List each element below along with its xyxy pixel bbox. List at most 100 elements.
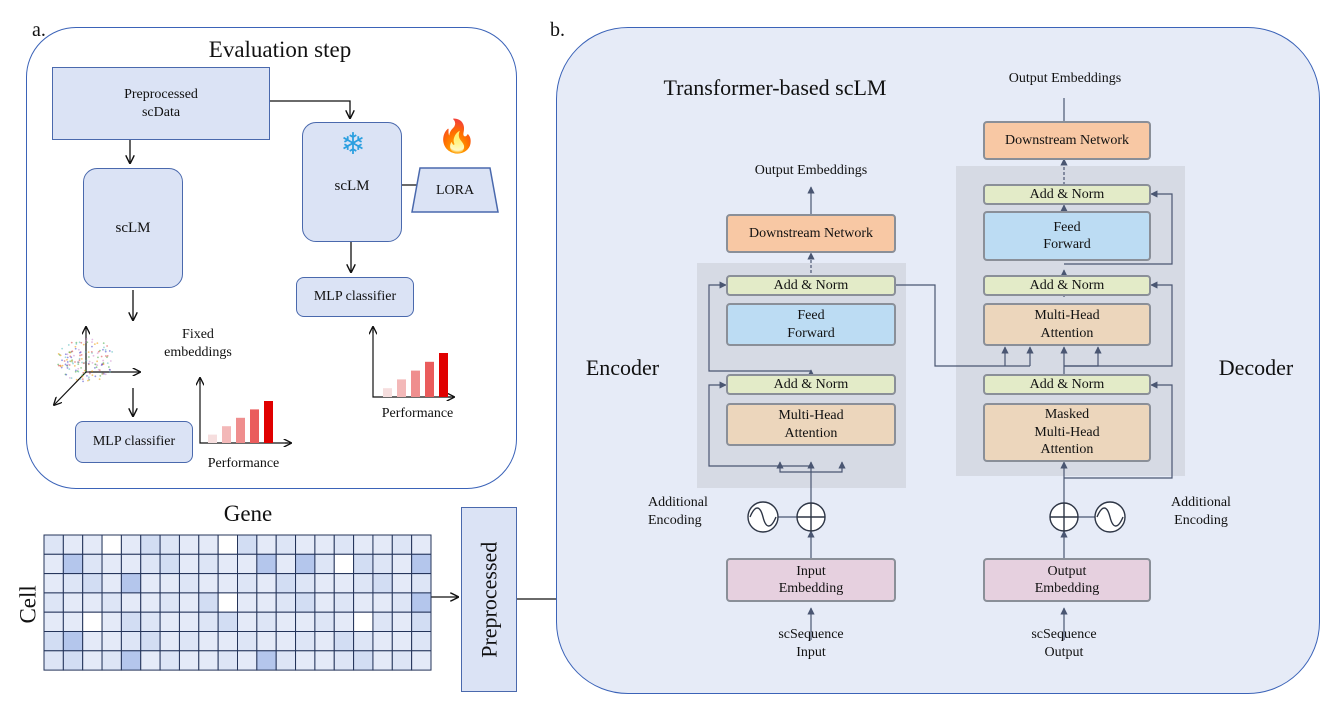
encoder-label: Encoder bbox=[585, 355, 660, 380]
embedding-point bbox=[66, 364, 69, 367]
decoder-add-norm-2-label: Add & Norm bbox=[1029, 277, 1105, 293]
preprocessed-scdata-box: Preprocessed scData bbox=[52, 67, 270, 140]
performance-left-label: Performance bbox=[207, 456, 280, 471]
embedding-point bbox=[92, 354, 95, 357]
embedding-point bbox=[74, 361, 76, 363]
embedding-point bbox=[93, 343, 96, 346]
embedding-point bbox=[70, 360, 73, 362]
embedding-point bbox=[108, 368, 111, 371]
encoder-input-embedding: Input Embedding bbox=[726, 558, 896, 602]
decoder-add-norm-1: Add & Norm bbox=[983, 184, 1151, 205]
embedding-point bbox=[61, 347, 64, 350]
embedding-point bbox=[106, 362, 109, 365]
decoder-masked-multi-head-attention: Masked Multi-Head Attention bbox=[983, 403, 1151, 462]
panel-a bbox=[26, 27, 517, 489]
embedding-point bbox=[61, 359, 63, 362]
embedding-point bbox=[85, 359, 88, 362]
embedding-point bbox=[102, 362, 105, 364]
embedding-point bbox=[102, 359, 105, 362]
embedding-point bbox=[99, 374, 102, 377]
embedding-point bbox=[64, 356, 67, 359]
panel-a-title: Evaluation step bbox=[208, 37, 352, 62]
performance-bar bbox=[425, 361, 434, 397]
embedding-point bbox=[109, 370, 111, 373]
decoder-output-embedding: Output Embedding bbox=[983, 558, 1151, 602]
embedding-point bbox=[60, 366, 63, 369]
embedding-point bbox=[91, 374, 94, 377]
panel-b-letter: b. bbox=[550, 19, 565, 41]
embedding-point bbox=[85, 369, 88, 372]
performance-bar bbox=[411, 370, 420, 397]
embedding-point bbox=[87, 376, 90, 379]
embedding-point bbox=[64, 353, 67, 356]
performance-bars-right bbox=[383, 353, 448, 397]
encoder-sequence-input: scSequence Input bbox=[778, 627, 844, 660]
embedding-point bbox=[81, 378, 84, 381]
performance-bar bbox=[208, 434, 217, 443]
embedding-point bbox=[86, 341, 89, 344]
embedding-point bbox=[66, 353, 69, 356]
embedding-point bbox=[82, 371, 85, 374]
encoder-add-norm-top: Add & Norm bbox=[726, 275, 896, 296]
embedding-point bbox=[66, 367, 69, 369]
mlp-right-label: MLP classifier bbox=[313, 289, 397, 305]
embedding-point bbox=[81, 361, 83, 364]
embedding-point bbox=[104, 355, 107, 357]
encoder-attention-label: Multi-Head Attention bbox=[778, 408, 844, 441]
performance-right-label: Performance bbox=[381, 406, 454, 421]
embedding-point bbox=[66, 356, 69, 359]
embedding-point bbox=[74, 370, 77, 373]
embedding-point bbox=[86, 374, 88, 377]
preprocessed-scdata-label: Preprocessed scData bbox=[124, 87, 198, 120]
embedding-point bbox=[77, 363, 80, 366]
embedding-point bbox=[91, 338, 94, 341]
embedding-point bbox=[78, 359, 81, 362]
embedding-point bbox=[79, 378, 82, 380]
embedding-point bbox=[83, 369, 86, 372]
embedding-point bbox=[77, 367, 80, 370]
embedding-point bbox=[61, 364, 64, 367]
encoder-add-norm-bottom-label: Add & Norm bbox=[773, 376, 849, 392]
embedding-point bbox=[77, 348, 80, 351]
embedding-point bbox=[81, 375, 84, 378]
performance-bar bbox=[439, 353, 448, 397]
sclm-right-label: scLM bbox=[334, 177, 370, 194]
embedding-point bbox=[104, 350, 107, 353]
embedding-point bbox=[87, 351, 90, 354]
embedding-point bbox=[67, 363, 69, 366]
embedding-point bbox=[101, 363, 104, 366]
embedding-point bbox=[66, 358, 68, 361]
decoder-additional-encoding: Additional Encoding bbox=[1171, 495, 1231, 528]
embedding-point bbox=[81, 374, 84, 377]
fire-icon: 🔥 bbox=[437, 117, 477, 155]
decoder-output-embeddings: Output Embeddings bbox=[1008, 71, 1122, 86]
embedding-point bbox=[87, 370, 89, 373]
embedding-point bbox=[82, 343, 85, 346]
embedding-point bbox=[87, 356, 90, 358]
performance-bars-left bbox=[208, 401, 273, 443]
decoder-sequence-output: scSequence Output bbox=[1031, 627, 1097, 660]
embedding-point bbox=[66, 361, 69, 363]
embedding-axes bbox=[54, 327, 140, 405]
embedding-point bbox=[70, 356, 73, 359]
embedding-point bbox=[82, 362, 85, 365]
decoder-encoding-symbols bbox=[1049, 501, 1126, 533]
embedding-point bbox=[80, 341, 83, 344]
embedding-point bbox=[97, 350, 100, 353]
embedding-point bbox=[84, 351, 87, 353]
embedding-point bbox=[91, 345, 93, 348]
performance-bar bbox=[264, 401, 273, 443]
encoder-feed-forward: Feed Forward bbox=[726, 303, 896, 346]
embedding-point bbox=[78, 341, 81, 344]
embedding-point bbox=[98, 378, 101, 381]
embedding-point bbox=[73, 354, 75, 357]
embedding-point bbox=[80, 354, 83, 356]
embedding-point bbox=[87, 379, 89, 382]
sclm-left-box: scLM bbox=[83, 168, 183, 288]
embedding-point bbox=[102, 342, 105, 345]
embedding-point bbox=[93, 366, 96, 369]
performance-bar bbox=[250, 409, 259, 443]
decoder-downstream-network: Downstream Network bbox=[983, 121, 1151, 160]
sclm-right-box: scLM bbox=[302, 122, 402, 242]
encoder-downstream-label: Downstream Network bbox=[748, 225, 874, 241]
